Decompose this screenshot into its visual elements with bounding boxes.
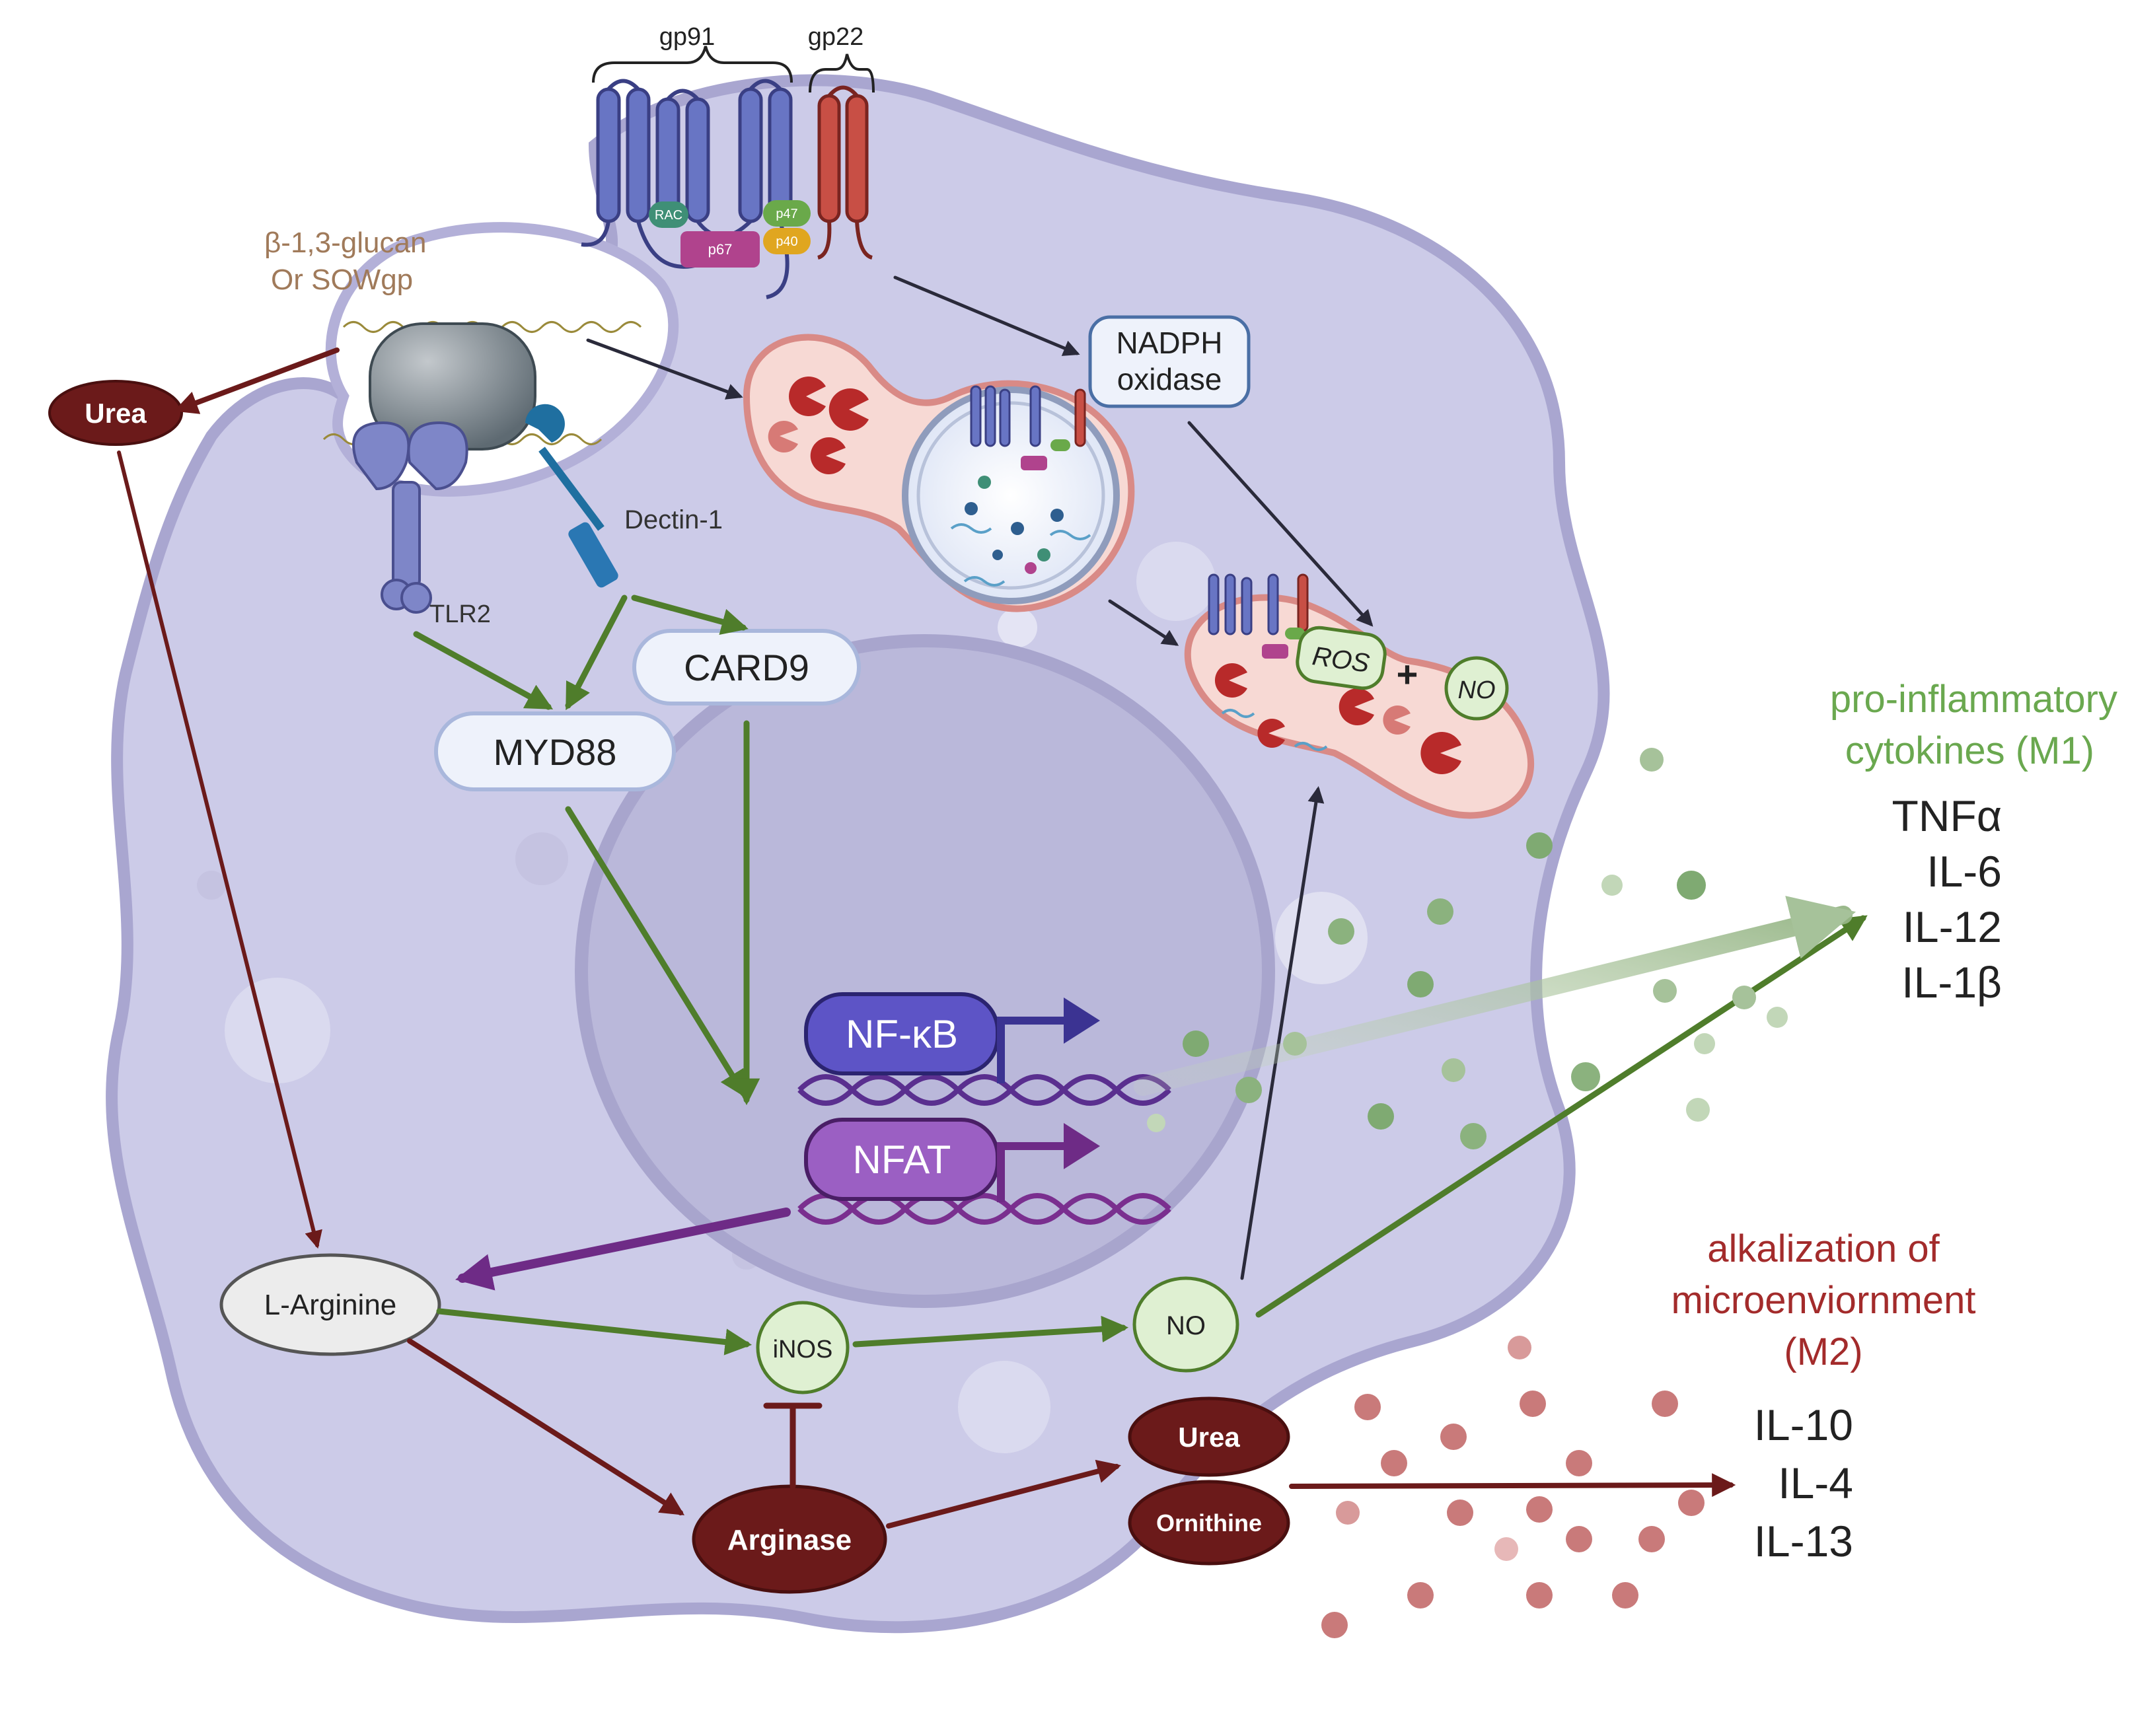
- urea-node[interactable]: [1128, 1396, 1290, 1477]
- arrow-ornithine-to-m2: [1289, 1473, 1736, 1498]
- myd88-label: MYD88: [494, 731, 617, 773]
- nfkb-transcription-arrow: [997, 1017, 1070, 1083]
- no-phago-label: NO: [1458, 676, 1496, 704]
- nadph-oxidase-complex: gp91 gp22 RAC p47 p67 p40: [581, 23, 875, 299]
- signal-arrows: [117, 275, 1868, 1529]
- tlr2-label: TLR2: [429, 600, 491, 628]
- ros-node[interactable]: [1295, 625, 1387, 690]
- arrow-larginine-to-arginase: [407, 1338, 685, 1515]
- nfat-label: NFAT: [853, 1138, 951, 1182]
- tlr2-receptor: [352, 421, 468, 614]
- arrow-arginase-to-urea: [886, 1459, 1121, 1529]
- l-arginine-node[interactable]: [219, 1253, 441, 1356]
- arrow-nadph-to-phagolysosome: [1187, 421, 1374, 627]
- svg-text:p40: p40: [776, 235, 797, 249]
- m1-cytokine-tnfa: TNFα: [1892, 791, 2002, 840]
- m1-cytokine-il6: IL-6: [1927, 847, 2002, 896]
- m2-cytokine-il13: IL-13: [1754, 1517, 1853, 1566]
- arrow-ligand-to-urea: [174, 347, 340, 414]
- no-phago-node[interactable]: [1444, 656, 1509, 721]
- inos-label: iNOS: [773, 1336, 833, 1363]
- m1-title-line1: pro-inflammatory: [1830, 678, 2117, 721]
- arrow-myd88-to-nfkb: [565, 806, 747, 1098]
- rac-subunit: [649, 201, 688, 228]
- gp22-label: gp22: [808, 23, 864, 51]
- svg-text:p47: p47: [776, 207, 797, 221]
- arrow-no-to-phagolysosome: [1240, 786, 1325, 1280]
- m1-cytokine-il12: IL-12: [1903, 902, 2002, 951]
- arrow-phagosome-to-phagolysosome: [1108, 599, 1179, 646]
- arginase-node[interactable]: [692, 1484, 887, 1594]
- arrow-tlr2-to-myd88: [413, 631, 554, 710]
- svg-text:p67: p67: [708, 241, 733, 258]
- nadph-label-line1: NADPH: [1116, 326, 1222, 360]
- arrow-complex-to-nadph: [893, 275, 1080, 356]
- arrow-inos-to-no: [852, 1315, 1129, 1348]
- m2-cytokine-il10: IL-10: [1754, 1400, 1853, 1449]
- dectin1-receptor: [525, 404, 618, 588]
- nfat-transcription-arrow: [997, 1142, 1070, 1202]
- m1-cytokine-particles: [1147, 748, 1788, 1149]
- no-node[interactable]: [1132, 1276, 1239, 1373]
- nadph-oxidase-node[interactable]: [1088, 315, 1251, 408]
- p40-subunit: [763, 228, 811, 254]
- arrow-larginine-to-inos: [436, 1308, 753, 1356]
- ornithine-label: Ornithine: [1156, 1509, 1262, 1537]
- arginase-label: Arginase: [727, 1524, 852, 1556]
- p47-subunit: [763, 200, 811, 227]
- phagosome: [743, 334, 1135, 612]
- l-arginine-label: L-Arginine: [264, 1289, 397, 1321]
- inos-node[interactable]: [756, 1301, 850, 1394]
- ligand-label-line2: Or SOWgp: [271, 264, 413, 296]
- no-label: NO: [1166, 1311, 1206, 1340]
- phagolysosome: [1184, 573, 1534, 819]
- m2-cytokine-il4: IL-4: [1778, 1459, 1853, 1507]
- arrow-no-to-m1: [1255, 915, 1868, 1318]
- arrow-dectin-to-myd88: [565, 595, 628, 711]
- m2-title-line2: microenviornment: [1671, 1279, 1976, 1322]
- arrow-ligand-to-phagosome: [586, 338, 743, 400]
- dna-helix-nfkb: [797, 1074, 1171, 1106]
- urea-outside-label: Urea: [85, 398, 147, 429]
- inhibition-arginase-inos: [763, 1402, 823, 1490]
- nadph-label-line2: oxidase: [1117, 362, 1222, 396]
- card9-label: CARD9: [684, 647, 809, 688]
- arrow-nfkb-to-m1: [1134, 896, 1856, 1096]
- arrow-dectin-to-card9: [631, 595, 749, 635]
- ornithine-node[interactable]: [1128, 1480, 1290, 1566]
- m2-title-line3: (M2): [1784, 1330, 1862, 1373]
- nfkb-label: NF-κB: [846, 1012, 958, 1056]
- gp22-brace: [809, 54, 875, 93]
- m1-cytokine-il1b: IL-1β: [1901, 958, 2002, 1007]
- svg-text:RAC: RAC: [655, 208, 682, 223]
- plus-sign: +: [1397, 653, 1418, 695]
- arrow-urea-to-larginine: [117, 451, 322, 1249]
- m2-particles: [1321, 1336, 1705, 1638]
- ligand-label-line1: β-1,3-glucan: [264, 227, 426, 259]
- nucleus: [575, 634, 1275, 1308]
- m1-title-line2: cytokines (M1): [1845, 729, 2094, 772]
- m2-title-line1: alkalization of: [1707, 1227, 1940, 1270]
- myd88-node[interactable]: [434, 711, 676, 791]
- dectin1-label: Dectin-1: [624, 505, 723, 534]
- gp91-brace: [592, 46, 793, 83]
- dna-helix-nfat: [797, 1193, 1171, 1225]
- arrow-nfat-to-larginine: [455, 1208, 791, 1291]
- p67-subunit: [680, 231, 760, 268]
- urea-label: Urea: [1178, 1422, 1240, 1453]
- gp91-label: gp91: [659, 23, 716, 51]
